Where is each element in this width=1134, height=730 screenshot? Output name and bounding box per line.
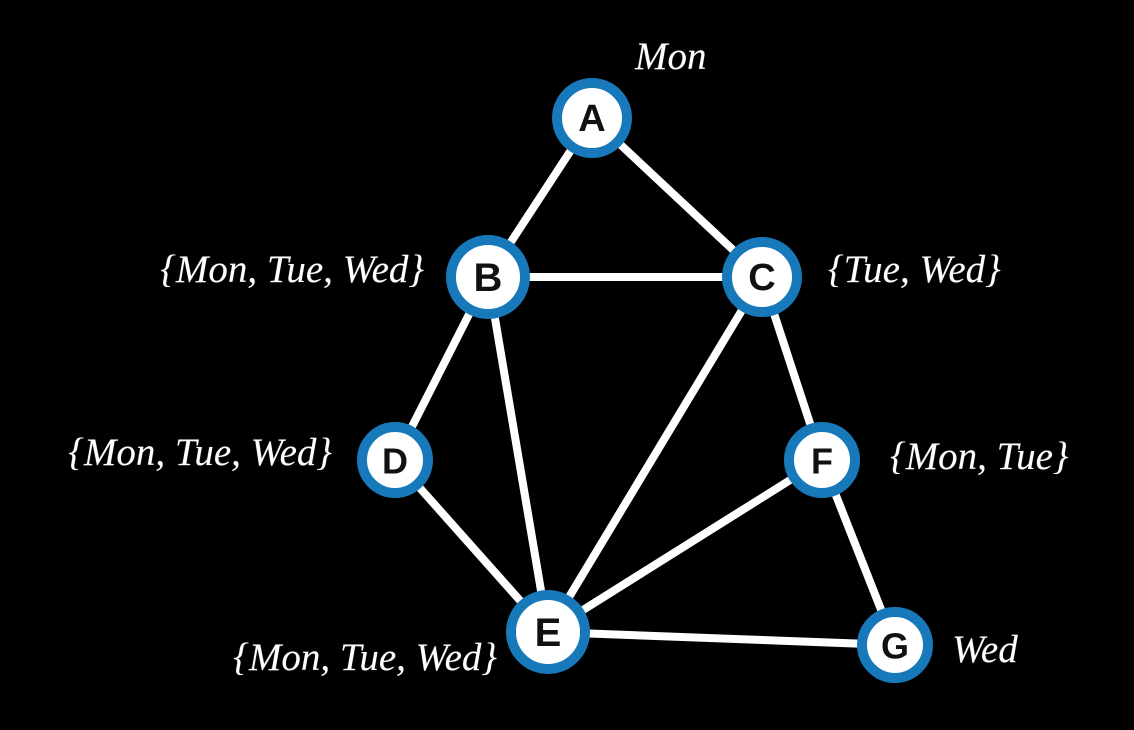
node-c-circle (722, 237, 802, 317)
edge-layer (391, 114, 899, 649)
node-e[interactable]: E (506, 590, 590, 674)
edge-e-f (544, 456, 826, 636)
node-a-circle (552, 78, 632, 158)
node-f-circle (784, 422, 860, 498)
node-f-letter: F (811, 441, 833, 482)
domain-label-b: {Mon, Tue, Wed} (160, 248, 424, 291)
domain-label-d: {Mon, Tue, Wed} (68, 431, 332, 474)
node-g[interactable]: G (857, 607, 933, 683)
node-a-letter: A (578, 98, 605, 140)
node-c[interactable]: C (722, 237, 802, 317)
node-b-circle (446, 235, 530, 319)
node-b-letter: B (474, 256, 503, 300)
node-a[interactable]: A (552, 78, 632, 158)
node-g-circle (857, 607, 933, 683)
node-d[interactable]: D (357, 422, 433, 498)
domain-label-a: Mon (635, 35, 707, 78)
edge-b-e (484, 273, 552, 636)
domain-label-f: {Mon, Tue} (890, 435, 1069, 478)
domain-label-e: {Mon, Tue, Wed} (233, 636, 497, 679)
domain-label-g: Wed (952, 628, 1018, 671)
edge-c-e (544, 273, 766, 636)
node-b[interactable]: B (446, 235, 530, 319)
node-layer: A B C D E F G (357, 78, 933, 683)
edge-e-g (544, 628, 899, 649)
node-e-circle (506, 590, 590, 674)
node-d-circle (357, 422, 433, 498)
node-f[interactable]: F (784, 422, 860, 498)
node-e-letter: E (535, 611, 562, 655)
domain-label-c: {Tue, Wed} (828, 248, 1001, 291)
node-d-letter: D (382, 441, 408, 482)
node-c-letter: C (748, 257, 775, 299)
node-g-letter: G (881, 626, 909, 667)
